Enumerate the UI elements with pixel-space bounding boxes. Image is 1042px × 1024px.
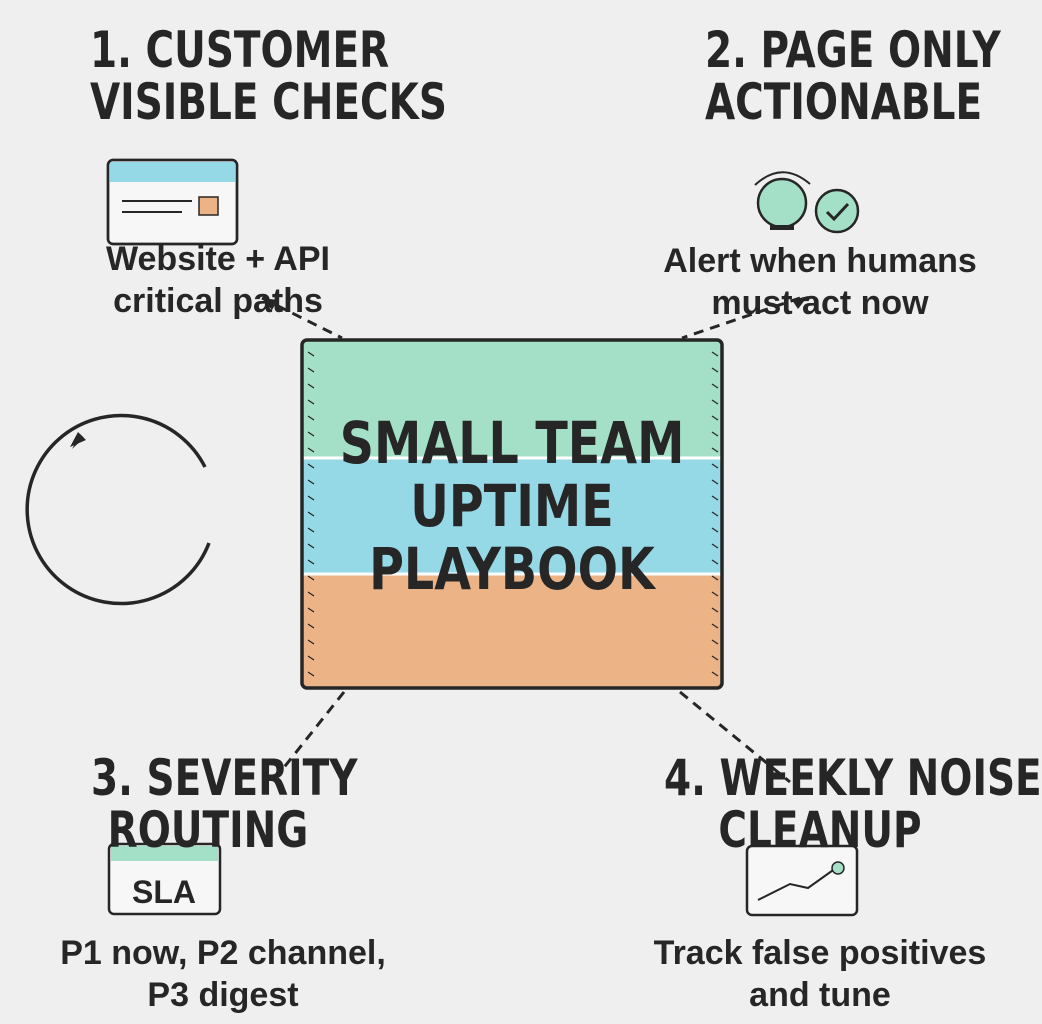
card-edge-tick: [307, 383, 315, 389]
step-1-heading-line-1: 1. CUSTOMER: [90, 21, 390, 79]
card-edge-tick: [711, 351, 719, 357]
step-4-description-line-1: Track false positives: [653, 934, 987, 972]
step-3-description-line-2: P3 digest: [147, 976, 299, 1014]
card-edge-tick: [307, 655, 315, 661]
card-edge-tick: [711, 671, 719, 677]
step-2-heading-line-1: 2. PAGE ONLY: [705, 21, 1001, 79]
step-4-description-line-2: and tune: [749, 976, 891, 1014]
step-3-description-line-1: P1 now, P2 channel,: [60, 934, 386, 972]
card-edge-tick: [307, 607, 315, 613]
title-line-2: UPTIME: [410, 472, 614, 540]
step-2-description: Alert when humans must act now: [640, 240, 1000, 324]
step-3-heading-line-1: 3. SEVERITY: [91, 749, 358, 807]
card-edge-tick: [711, 367, 719, 373]
step-2-heading: 2. PAGE ONLY ACTIONABLE: [705, 21, 1001, 131]
step-2-description-line-1: Alert when humans: [663, 242, 977, 280]
trend-chart-icon: [745, 844, 859, 917]
card-edge-tick: [307, 495, 315, 501]
card-edge-tick: [307, 415, 315, 421]
card-edge-tick: [711, 655, 719, 661]
step-3-description: P1 now, P2 channel, P3 digest: [20, 932, 426, 1016]
card-edge-tick: [711, 591, 719, 597]
step-4-heading-line-2: CLEANUP: [718, 801, 922, 859]
step-1-description: Website + API critical paths: [68, 238, 368, 322]
card-edge-tick: [711, 495, 719, 501]
step-3-heading: 3. SEVERITY ROUTING: [91, 749, 358, 859]
card-edge-tick: [711, 431, 719, 437]
connector-step-1: [261, 296, 343, 340]
card-edge-tick: [307, 671, 315, 677]
card-edge-tick: [307, 351, 315, 357]
card-edge-tick: [307, 479, 315, 485]
sla-card-icon: SLA: [107, 842, 222, 916]
card-edge-tick: [711, 623, 719, 629]
card-edge-tick: [307, 431, 315, 437]
card-edge-tick: [711, 607, 719, 613]
step-4-heading: 4. WEEKLY NOISE CLEANUP: [664, 749, 1042, 859]
card-edge-tick: [711, 479, 719, 485]
step-1-description-line-1: Website + API: [106, 240, 330, 278]
step-4-description: Track false positives and tune: [630, 932, 1010, 1016]
connector-step-4: [679, 690, 791, 784]
title-line-3: PLAYBOOK: [369, 535, 655, 603]
step-1-heading: 1. CUSTOMER VISIBLE CHECKS: [90, 21, 447, 131]
playbook-title: SMALL TEAM UPTIME PLAYBOOK: [339, 409, 685, 603]
card-edge-tick: [307, 463, 315, 469]
browser-window-icon: [106, 158, 239, 246]
card-edge-tick: [711, 527, 719, 533]
card-edge-tick: [307, 511, 315, 517]
card-edge-tick: [711, 639, 719, 645]
card-edge-tick: [711, 575, 719, 581]
card-edge-tick: [711, 463, 719, 469]
title-line-1: SMALL TEAM: [339, 409, 685, 477]
card-edge-tick: [711, 399, 719, 405]
alarm-bell-check-icon: [754, 171, 860, 234]
connector-step-2: [681, 296, 801, 340]
card-edge-tick: [711, 415, 719, 421]
card-edge-tick: [307, 399, 315, 405]
card-edge-tick: [307, 575, 315, 581]
step-4-heading-line-1: 4. WEEKLY NOISE: [664, 749, 1042, 807]
card-edge-tick: [711, 383, 719, 389]
card-edge-tick: [307, 527, 315, 533]
card-edge-tick: [711, 559, 719, 565]
card-edge-tick: [307, 543, 315, 549]
sla-label: SLA: [132, 874, 196, 910]
card-edge-tick: [711, 511, 719, 517]
step-1-heading-line-2: VISIBLE CHECKS: [90, 73, 447, 131]
card-edge-tick: [307, 367, 315, 373]
card-edge-tick: [711, 447, 719, 453]
card-edge-tick: [307, 447, 315, 453]
step-1-description-line-2: critical paths: [113, 282, 323, 320]
card-edge-tick: [307, 559, 315, 565]
connector-step-3: [268, 691, 346, 786]
step-2-description-line-2: must act now: [711, 284, 929, 322]
step-2-heading-line-2: ACTIONABLE: [705, 73, 983, 131]
connector-lines: [261, 296, 801, 786]
step-3-heading-line-2: ROUTING: [107, 801, 309, 859]
card-edge-tick: [711, 543, 719, 549]
title-card: [300, 338, 724, 690]
cycle-arrow-icon: [25, 413, 211, 606]
card-edge-tick: [307, 639, 315, 645]
card-edge-tick: [307, 591, 315, 597]
card-edge-tick: [307, 623, 315, 629]
